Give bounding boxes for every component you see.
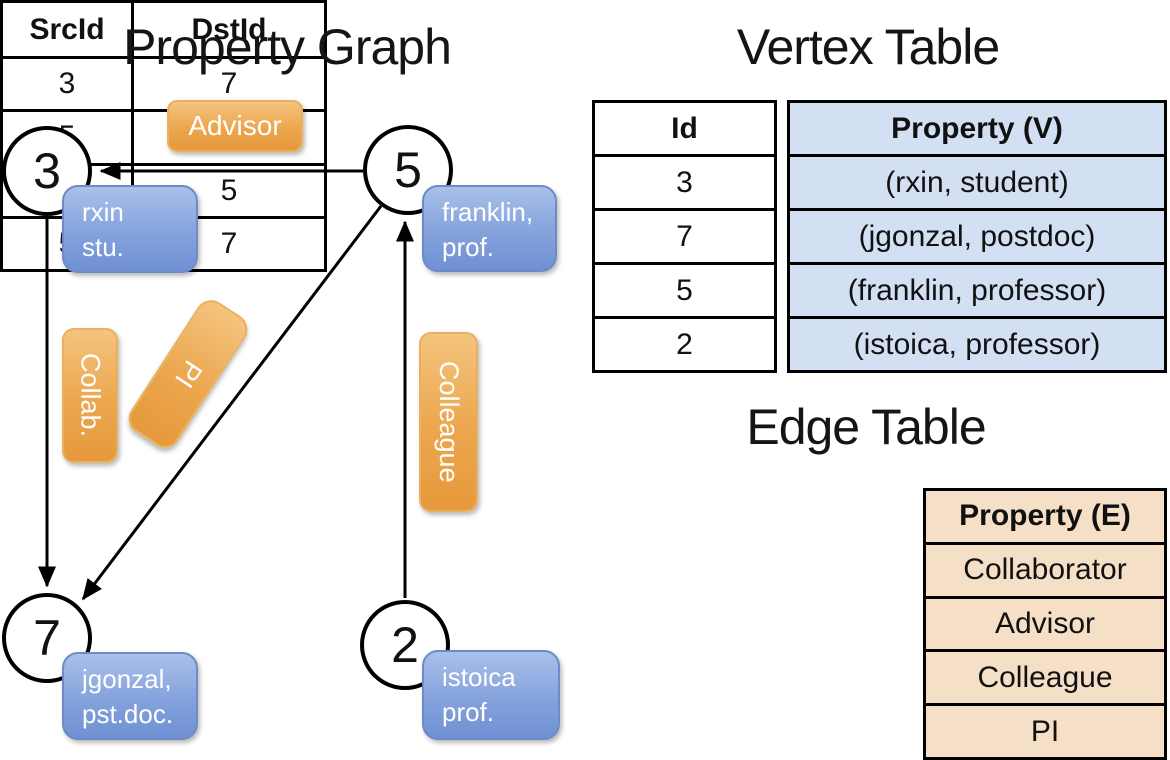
vertex-property-line: istoica (442, 662, 516, 692)
graph-edges (38, 162, 414, 601)
vertex-node-7-id: 7 (33, 610, 61, 666)
edge-table-property-cell: Collaborator (926, 541, 1164, 596)
vertex-property-line: prof. (442, 232, 495, 262)
vertex-node-2-id: 2 (391, 617, 419, 673)
edge-pi-5-to-7 (81, 205, 383, 601)
vertex-table-property-cell: (rxin, student) (790, 154, 1164, 208)
vertex-node-2: 2 (360, 600, 450, 690)
property-graph-title: Property Graph (123, 19, 452, 75)
edge-label-text: Colleague (434, 361, 464, 483)
edge-table-property-header: Property (E) (959, 499, 1131, 533)
edge-table-title: Edge Table (746, 399, 986, 455)
edge-label-colleague: Colleague (419, 332, 478, 512)
edge-table-property-column: Property (E) Collaborator Advisor Collea… (923, 488, 1167, 760)
vertex-node-3-id: 3 (33, 143, 61, 199)
edge-table-property-cell: Colleague (926, 649, 1164, 703)
edge-table-property-cell: PI (926, 703, 1164, 757)
edge-label-text: PI (168, 355, 208, 394)
vertex-table-id-cell: 7 (595, 208, 774, 262)
edge-table-dstid-cell: 7 (131, 56, 324, 110)
vertex-table-id-cell: 5 (595, 262, 774, 316)
vertex-property-line: prof. (442, 697, 495, 727)
edge-label-text: Collab. (75, 353, 106, 438)
vertex-property-box-istoica: istoica prof. (422, 650, 560, 740)
vertex-property-box-rxin: rxin stu. (62, 185, 198, 273)
edge-label-text: Advisor (188, 110, 282, 141)
vertex-table-property-cell: (istoica, professor) (790, 316, 1164, 370)
vertex-table-id-column: Id 3 7 5 2 (592, 100, 777, 373)
vertex-table-property-header: Property (V) (891, 111, 1063, 145)
edge-table-srcid-header: SrcId (29, 12, 105, 46)
vertex-table-id-cell: 3 (595, 154, 774, 208)
vertex-property-line: rxin (82, 197, 124, 227)
vertex-property-line: pst.doc. (82, 699, 174, 729)
edge-table-property-cell: Advisor (926, 595, 1164, 650)
vertex-property-line: franklin, (442, 197, 534, 227)
edge-label-collab: Collab. (62, 328, 118, 463)
vertex-property-box-franklin: franklin, prof. (422, 185, 557, 272)
vertex-property-box-jgonzal: jgonzal, pst.doc. (62, 652, 198, 740)
vertex-node-5: 5 (363, 125, 453, 215)
vertex-property-line: stu. (82, 232, 124, 262)
edge-table-dstid-header: DstId (131, 3, 324, 57)
vertex-table-property-cell: (franklin, professor) (790, 262, 1164, 316)
vertex-table-id-cell: 2 (595, 316, 774, 370)
vertex-table-property-column: Property (V) (rxin, student) (jgonzal, p… (787, 100, 1167, 373)
vertex-property-line: jgonzal, (82, 664, 172, 694)
edge-label-advisor: Advisor (167, 100, 303, 152)
edge-table-srcid-cell: 3 (3, 56, 131, 109)
vertex-table-id-header: Id (671, 111, 698, 145)
vertex-table-property-cell: (jgonzal, postdoc) (790, 208, 1164, 262)
vertex-table-title: Vertex Table (736, 19, 1000, 75)
vertex-node-5-id: 5 (394, 142, 422, 198)
